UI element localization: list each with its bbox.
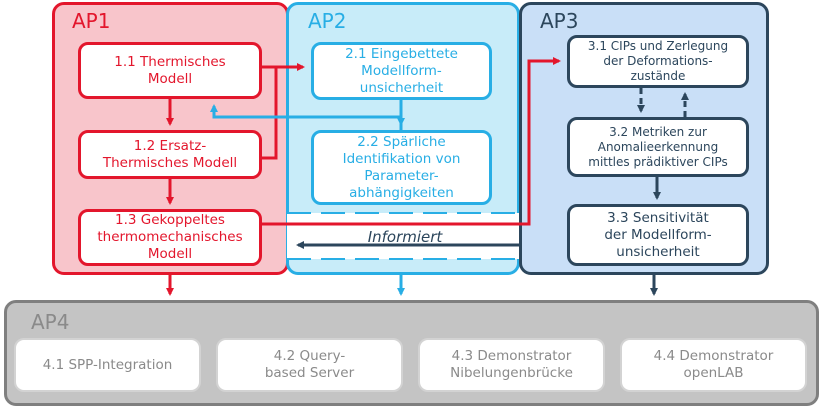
node-1-2-ersatz-thermisches-modell: 1.2 Ersatz- Thermisches Modell: [78, 130, 262, 179]
node-1-1-thermisches-modell: 1.1 Thermisches Modell: [78, 42, 262, 99]
informiert-label: Informiert: [367, 228, 443, 246]
arrow-1-3-to-3-1: [262, 57, 561, 226]
informiert-band: [287, 213, 519, 259]
node-4-3-demonstrator-nibelungenbruecke: 4.3 Demonstrator Nibelungenbrücke: [418, 338, 605, 392]
node-1-3-gekoppeltes-modell: 1.3 Gekoppeltes thermomechanisches Model…: [78, 209, 262, 266]
node-4-1-spp-integration: 4.1 SPP-Integration: [14, 338, 201, 392]
arrow-2-2-to-1-1: [210, 104, 403, 130]
ap4-title: AP4: [31, 310, 70, 334]
ap3-title: AP3: [540, 9, 579, 33]
node-2-1-eingebettete-unsicherheit: 2.1 Eingebettete Modellform- unsicherhei…: [311, 42, 492, 100]
ap2-title: AP2: [308, 9, 347, 33]
node-4-2-query-based-server: 4.2 Query- based Server: [216, 338, 403, 392]
node-3-2-metriken-anomalieerkennung: 3.2 Metriken zur Anomalieerkennung mittl…: [567, 117, 749, 177]
node-4-4-demonstrator-openlab: 4.4 Demonstrator openLAB: [620, 338, 807, 392]
ap1-title: AP1: [72, 9, 111, 33]
connector-1-2-to-2-1: [262, 67, 278, 160]
node-3-1-cips-zerlegung: 3.1 CIPs und Zerlegung der Deformations-…: [567, 35, 749, 88]
node-3-3-sensitivitaet: 3.3 Sensitivität der Modellform- unsiche…: [567, 204, 749, 266]
node-2-2-spaerliche-identifikation: 2.2 Spärliche Identifikation von Paramet…: [311, 130, 492, 205]
